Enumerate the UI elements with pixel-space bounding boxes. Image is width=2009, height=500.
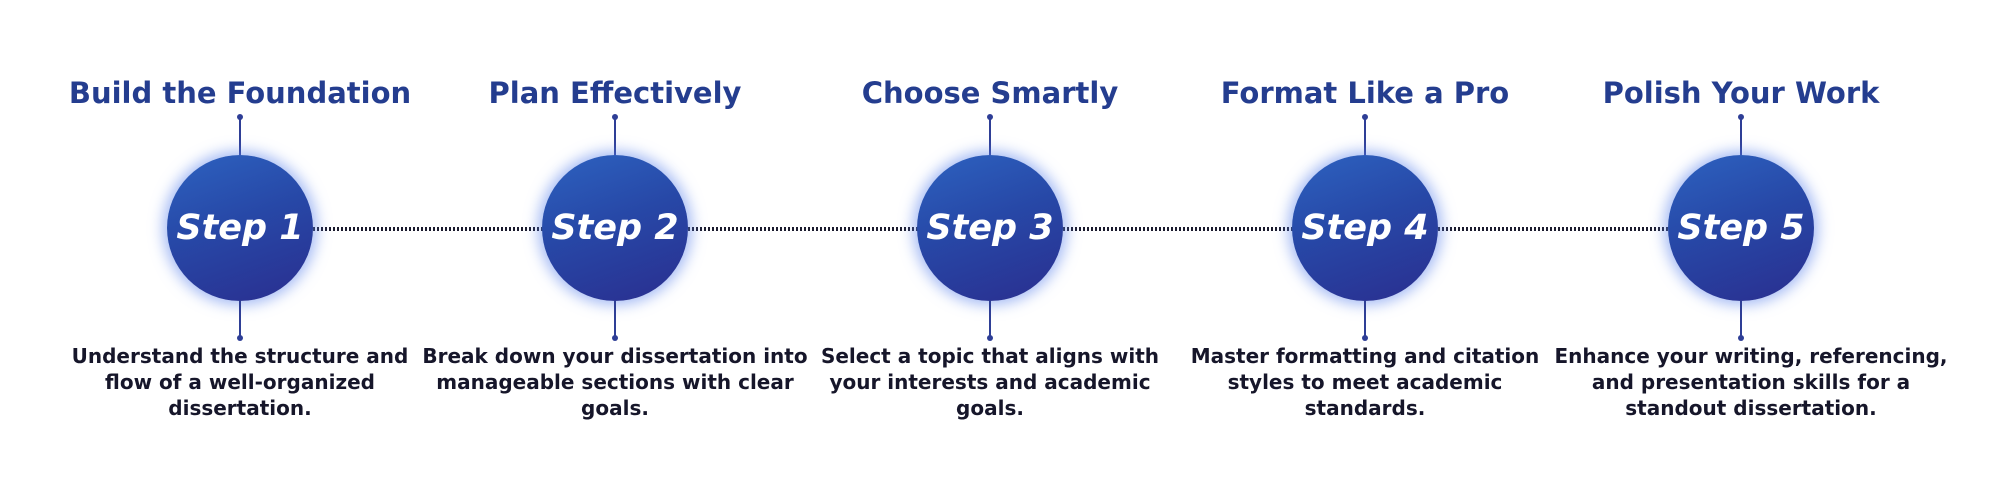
step-circle: Step 4 — [1292, 155, 1438, 301]
connector-4-5 — [1438, 227, 1671, 231]
step-circle: Step 1 — [167, 155, 313, 301]
step-circle: Step 2 — [542, 155, 688, 301]
pin-dot — [1362, 335, 1368, 341]
step-title: Polish Your Work — [1602, 76, 1880, 110]
step-description: Break down your dissertation into manage… — [422, 344, 808, 420]
step-label: Step 3 — [926, 208, 1054, 248]
pin-line — [1740, 117, 1742, 155]
step-1: Build the Foundation Step 1 Understand t… — [60, 0, 420, 500]
pin-line — [239, 117, 241, 155]
step-circle: Step 5 — [1668, 155, 1814, 301]
step-title: Build the Foundation — [68, 76, 412, 110]
pin-dot — [987, 335, 993, 341]
step-label: Step 4 — [1301, 208, 1429, 248]
pin-line — [989, 301, 991, 339]
step-description: Select a topic that aligns with your int… — [820, 344, 1160, 420]
step-label: Step 5 — [1677, 208, 1805, 248]
pin-line — [1364, 117, 1366, 155]
connector-1-2 — [313, 227, 545, 231]
connector-3-4 — [1063, 227, 1295, 231]
pin-dot — [237, 335, 243, 341]
step-title: Plan Effectively — [488, 76, 742, 110]
step-3: Choose Smartly Step 3 Select a topic tha… — [810, 0, 1170, 500]
step-4: Format Like a Pro Step 4 Master formatti… — [1185, 0, 1545, 500]
pin-line — [614, 301, 616, 339]
step-title: Choose Smartly — [861, 76, 1119, 110]
step-label: Step 1 — [176, 208, 304, 248]
step-5: Polish Your Work Step 5 Enhance your wri… — [1554, 0, 1947, 500]
step-label: Step 2 — [551, 208, 679, 248]
step-title: Format Like a Pro — [1220, 76, 1510, 110]
pin-line — [989, 117, 991, 155]
step-description: Understand the structure and flow of a w… — [71, 344, 409, 420]
step-circle: Step 3 — [917, 155, 1063, 301]
connector-2-3 — [688, 227, 920, 231]
step-description: Master formatting and citation styles to… — [1190, 344, 1540, 420]
step-description: Enhance your writing, referencing, and p… — [1554, 344, 1948, 420]
pin-line — [239, 301, 241, 339]
step-2: Plan Effectively Step 2 Break down your … — [422, 0, 807, 500]
pin-dot — [1738, 335, 1744, 341]
pin-line — [614, 117, 616, 155]
pin-line — [1364, 301, 1366, 339]
pin-line — [1740, 301, 1742, 339]
pin-dot — [612, 335, 618, 341]
